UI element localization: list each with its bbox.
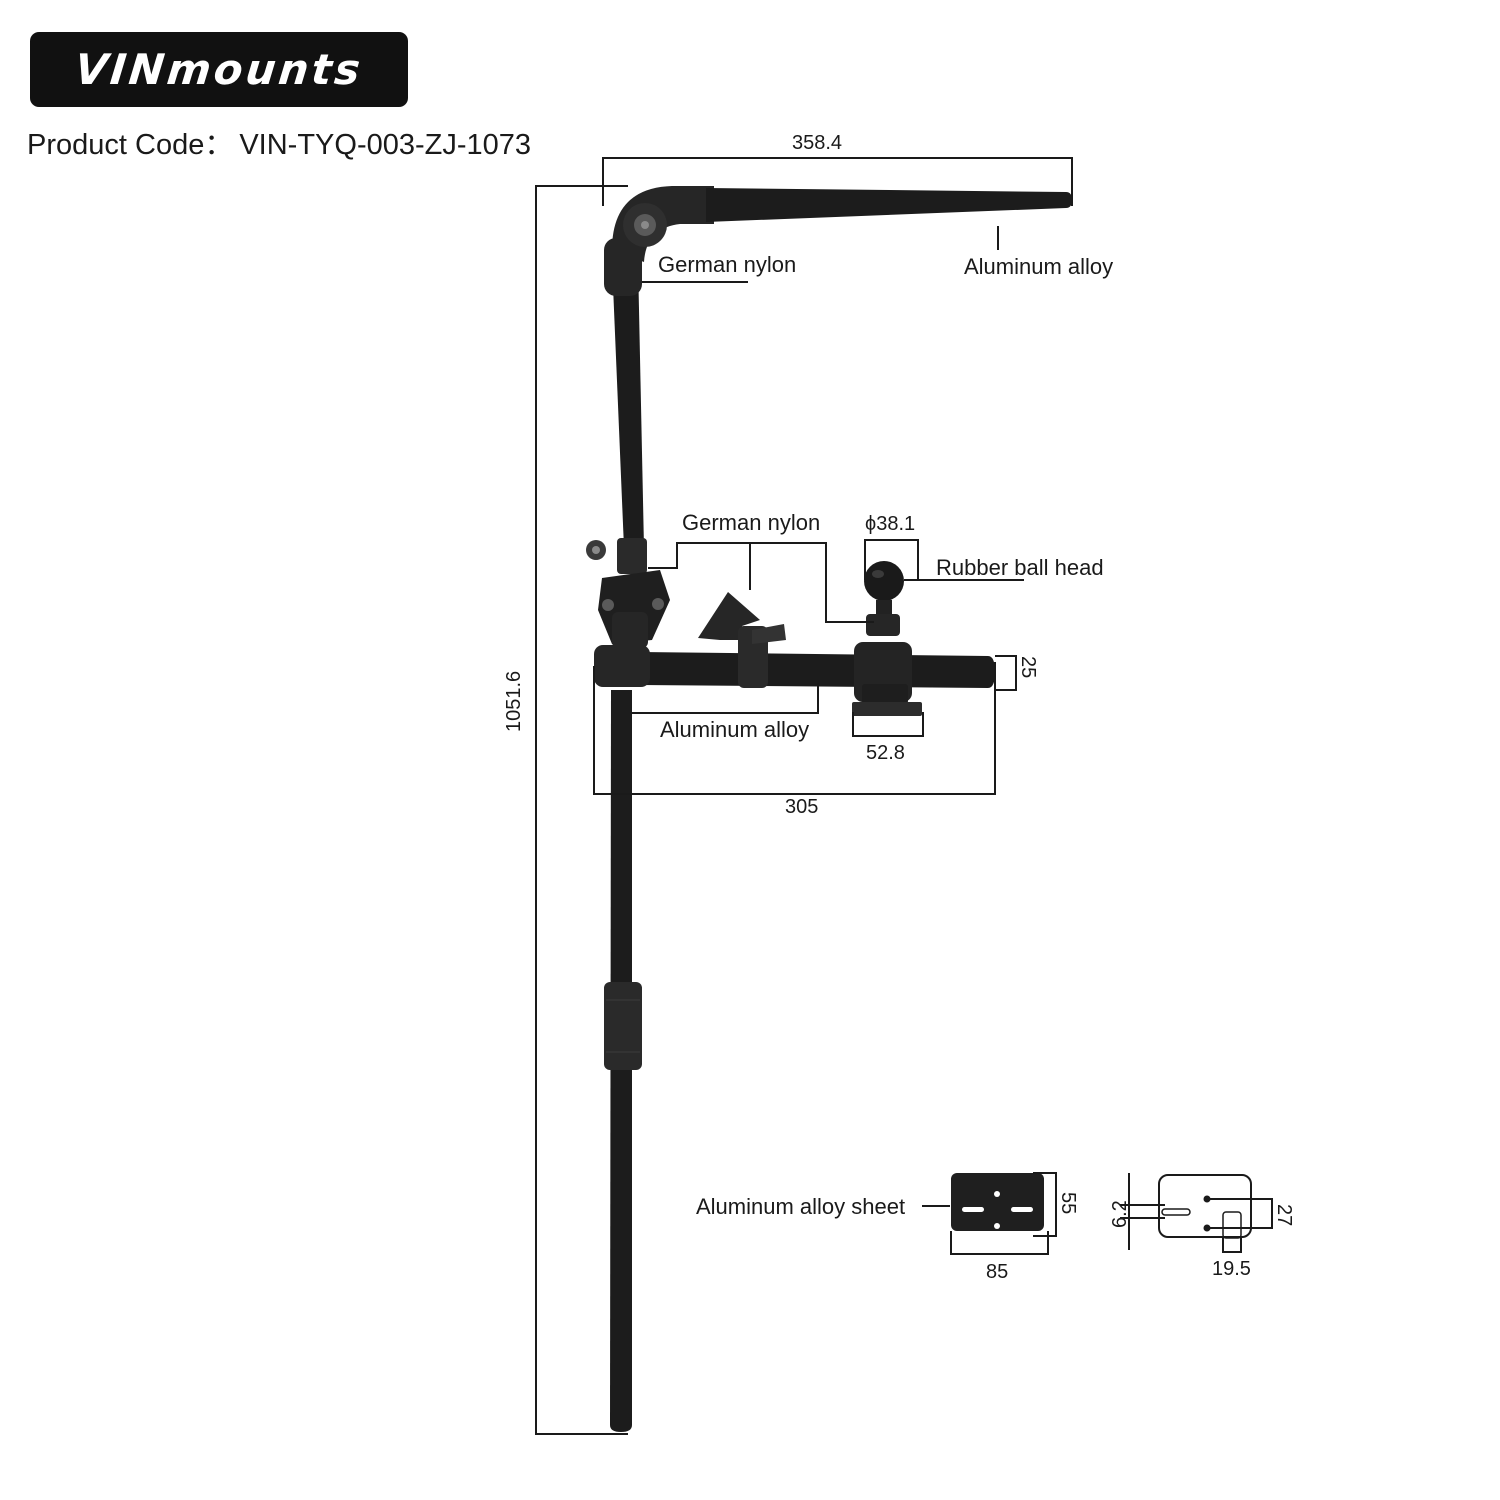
leader-lines xyxy=(630,226,1024,1207)
label-top-arm-material: Aluminum alloy xyxy=(964,254,1113,279)
side-view-dims xyxy=(1120,1173,1273,1253)
dimension-lines xyxy=(535,157,1073,1435)
label-top-joint-material: German nylon xyxy=(658,252,796,277)
main-pole-upper xyxy=(612,262,644,548)
label-cross-arm-material: Aluminum alloy xyxy=(660,717,809,742)
pole-grip-sleeve xyxy=(604,982,642,1070)
dim-top-arm-length: 358.4 xyxy=(792,132,842,154)
dim-clamp-width: 52.8 xyxy=(866,742,905,764)
rubber-ball xyxy=(864,561,904,601)
dim-plate-side-b: 27 xyxy=(1273,1204,1295,1226)
dim-total-height: 1051.6 xyxy=(503,671,525,732)
product-illustration xyxy=(586,186,1072,1432)
brand-logo: VINmounts xyxy=(30,32,408,107)
dim-tube-diameter: 25 xyxy=(1017,656,1039,678)
ball-mount-assembly xyxy=(852,561,922,716)
cross-arm-collar xyxy=(594,645,650,687)
dim-plate-side-a: 6.2 xyxy=(1109,1200,1131,1228)
product-code: Product Code：VIN-TYQ-003-ZJ-1073 xyxy=(27,121,531,163)
label-ball-head: Rubber ball head xyxy=(936,555,1104,580)
cross-arm xyxy=(640,652,995,688)
dim-plate-width: 85 xyxy=(986,1261,1008,1283)
label-mid-joint-material: German nylon xyxy=(682,510,820,535)
top-elbow-joint xyxy=(604,186,714,296)
dim-plate-side-c: 19.5 xyxy=(1212,1258,1251,1280)
dim-cross-arm-length: 305 xyxy=(785,796,818,818)
dim-plate-height: 55 xyxy=(1057,1192,1079,1214)
hook-clamp xyxy=(698,592,786,688)
product-code-value: VIN-TYQ-003-ZJ-1073 xyxy=(239,129,532,161)
label-plate-material: Aluminum alloy sheet xyxy=(696,1194,905,1219)
plate-dims xyxy=(950,1172,1057,1255)
mid-joint-cluster xyxy=(586,538,670,648)
plate-slot-right xyxy=(1011,1207,1033,1212)
product-code-label: Product Code： xyxy=(27,129,234,161)
plate-slot-left xyxy=(962,1207,984,1212)
top-arm xyxy=(706,188,1072,222)
plate-front-view xyxy=(951,1173,1044,1231)
dim-ball-diameter: ϕ38.1 xyxy=(865,513,915,535)
